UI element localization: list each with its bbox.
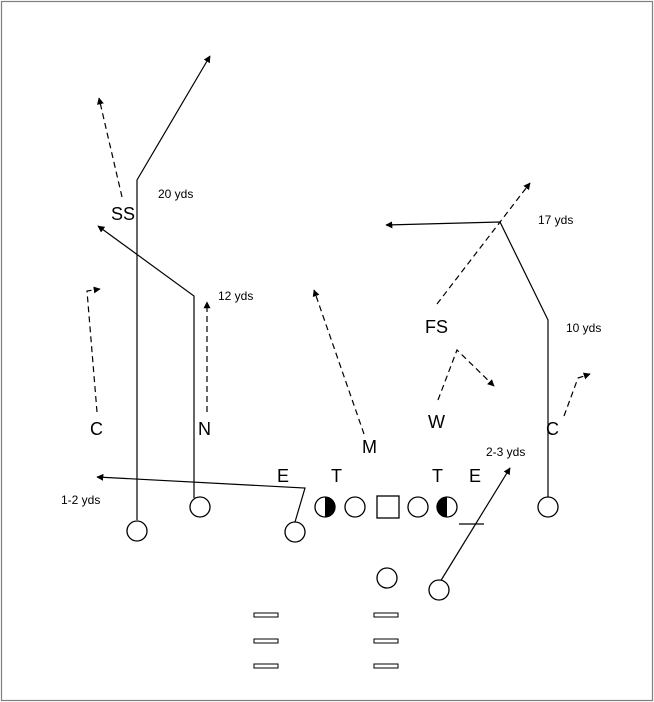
label-e-left: E xyxy=(277,466,289,486)
w-drop xyxy=(437,348,495,401)
route-go-left xyxy=(136,55,211,520)
label-e-right: E xyxy=(469,466,481,486)
label-flat-distance: 1-2 yds xyxy=(61,493,100,507)
label-m: M xyxy=(362,437,377,457)
hash-marks-right xyxy=(373,612,399,669)
player-rt-shade xyxy=(437,497,447,517)
player-te-left xyxy=(284,521,306,543)
label-corner-distance: 12 yds xyxy=(218,289,253,303)
player-lg xyxy=(344,496,366,518)
ss-drop xyxy=(97,97,123,198)
hash-marks-left xyxy=(253,612,279,669)
player-lt-shade xyxy=(325,497,335,517)
route-rb xyxy=(439,467,511,583)
label-t-right: T xyxy=(432,466,443,486)
player-wr-right xyxy=(537,496,559,518)
player-wr-far-left xyxy=(126,520,148,542)
label-n: N xyxy=(198,419,211,439)
label-go-distance: 20 yds xyxy=(158,187,193,201)
label-c-right: C xyxy=(546,419,559,439)
route-flat-left xyxy=(96,473,306,523)
player-center xyxy=(376,495,400,519)
player-rg xyxy=(407,496,429,518)
player-wr-left xyxy=(189,496,211,518)
label-t-left: T xyxy=(331,466,342,486)
label-w: W xyxy=(428,412,445,432)
route-post-right xyxy=(385,221,549,497)
m-drop xyxy=(312,289,365,435)
label-rb-distance: 2-3 yds xyxy=(486,445,525,459)
label-ss: SS xyxy=(111,204,135,224)
fs-drop xyxy=(436,182,531,305)
label-post-distance: 17 yds xyxy=(538,213,573,227)
player-qb xyxy=(376,567,398,589)
c-right-drop xyxy=(563,372,591,417)
c-left-drop xyxy=(86,286,101,413)
label-fs: FS xyxy=(425,317,448,337)
route-corner-left xyxy=(97,225,195,498)
label-c-left: C xyxy=(90,419,103,439)
player-rb xyxy=(428,579,450,601)
label-out-distance: 10 yds xyxy=(566,321,601,335)
